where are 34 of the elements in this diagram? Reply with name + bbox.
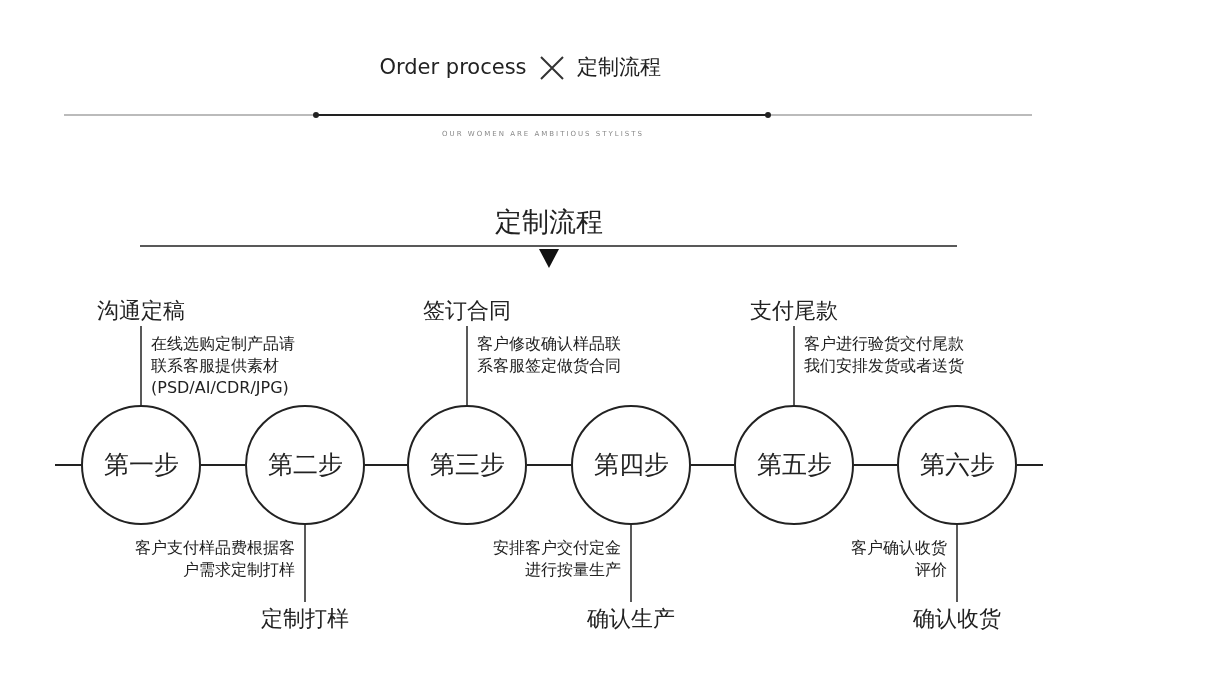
leader-line <box>304 524 306 603</box>
connector-line <box>364 464 408 466</box>
leader-line <box>956 524 958 603</box>
connector-line <box>200 464 246 466</box>
step-heading: 定制打样 <box>250 602 360 634</box>
connector-line <box>1016 464 1044 466</box>
section-title: 定制流程 <box>495 205 603 239</box>
step-label: 第一步 <box>103 449 179 482</box>
step-heading: 签订合同 <box>412 294 522 326</box>
connector-line <box>54 464 82 466</box>
leader-line <box>793 325 795 406</box>
step-label: 第二步 <box>267 449 343 482</box>
leader-line <box>466 325 468 406</box>
step-heading: 沟通定稿 <box>86 294 196 326</box>
step-description: 客户进行验货交付尾款我们安排发货或者送货 <box>804 333 965 377</box>
header-title: 定制流程 <box>576 54 661 81</box>
step-label: 第五步 <box>756 449 832 482</box>
step-description: 客户支付样品费根据客户需求定制打样 <box>134 537 295 581</box>
connector-line <box>690 464 735 466</box>
step-heading: 确认生产 <box>576 602 686 634</box>
step-description: 客户确认收货评价 <box>850 537 947 581</box>
step-label: 第六步 <box>919 449 995 482</box>
step-label: 第四步 <box>593 449 669 482</box>
connector-line <box>526 464 572 466</box>
step-description: 在线选购定制产品请联系客服提供素材(PSD/AI/CDR/JPG) <box>151 333 296 399</box>
step-description: 客户修改确认样品联系客服签定做货合同 <box>477 333 622 377</box>
step-heading: 支付尾款 <box>739 294 849 326</box>
connector-line <box>853 464 898 466</box>
header-title: Order process <box>379 54 527 81</box>
step-description: 安排客户交付定金进行按量生产 <box>492 537 621 581</box>
leader-line <box>630 524 632 603</box>
step-label: 第三步 <box>429 449 505 482</box>
leader-line <box>140 325 142 406</box>
step-heading: 确认收货 <box>902 602 1012 634</box>
